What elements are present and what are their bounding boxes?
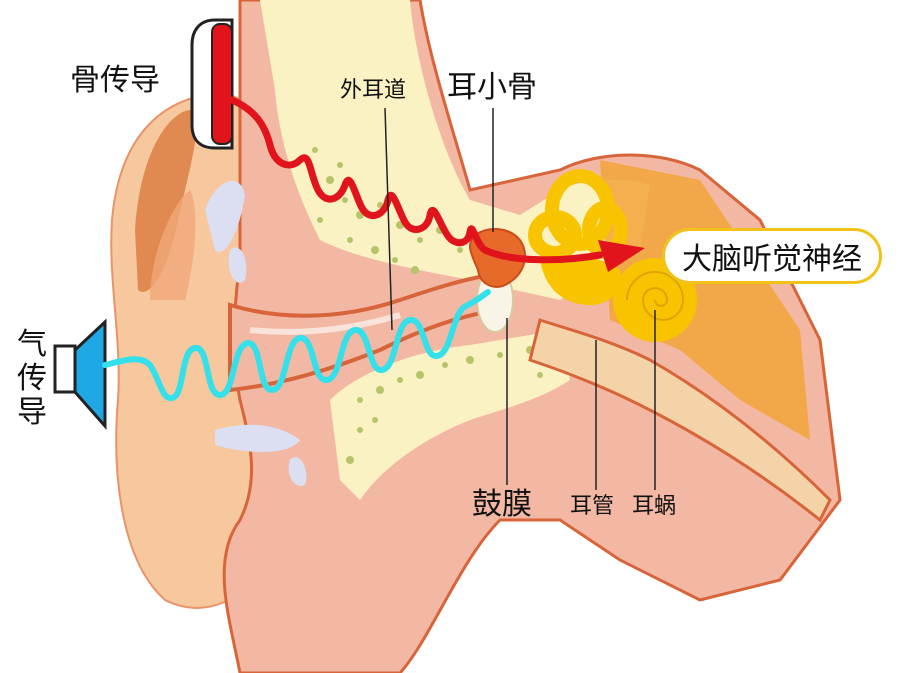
inner-shape-3 [215,424,300,452]
canal-highlight [249,312,401,335]
leader-lines [384,107,656,490]
inner-shape-4 [288,457,307,486]
lower-bone [330,330,570,500]
air-conduction-wave [102,289,491,401]
inner-ear-region [600,160,810,440]
label-cochlea: 耳蜗 [632,494,677,519]
vestibule [540,254,621,305]
bone-conduction-wave [228,96,604,264]
speaker-icon [53,318,107,430]
label-ossicles: 耳小骨 [447,70,537,105]
inner-shape-2 [228,247,247,283]
label-air-char-2: 传 [17,361,47,396]
bone-dots [312,147,543,464]
eustachian-tube [528,318,832,523]
ear-inner-fold [150,190,196,300]
label-brain-nerve: 大脑听觉神经 [682,242,862,277]
label-air-char-3: 导 [17,395,47,430]
label-ear-tube: 耳管 [570,494,615,519]
inner-shape-1 [205,180,245,252]
label-brain-nerve-box: 大脑听觉神经 [662,228,882,284]
label-air-char-1: 气 [17,327,47,362]
bone-conduction-device [190,18,234,150]
label-bone-conduction: 骨传导 [70,63,160,98]
bone-wave-arrowhead [598,240,645,272]
label-ear-canal: 外耳道 [340,78,407,103]
label-air-conduction: 气 传 导 [12,328,52,430]
ear-fold [135,110,197,292]
label-eardrum: 鼓膜 [472,487,532,522]
